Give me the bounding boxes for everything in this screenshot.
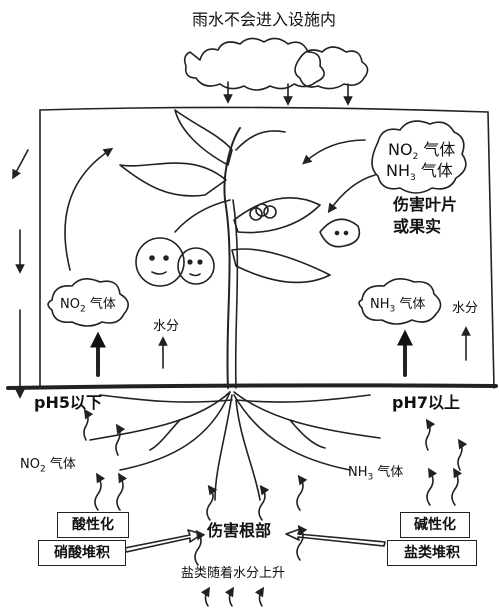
gas-drift-arrow-2 [327, 174, 376, 214]
alkalize-box: 碱性化 [400, 512, 470, 538]
rain-cloud [183, 37, 325, 91]
soil-arrow [115, 423, 126, 456]
sad-leaf [319, 218, 361, 248]
salt-rise-arrow [258, 484, 270, 521]
salt-rise-label: 盐类随着水分上升 [181, 566, 286, 581]
soil-arrow [457, 438, 468, 471]
plant-leaf [174, 109, 233, 166]
salt-rise-arrow [224, 586, 235, 607]
plant-leaf [119, 162, 227, 197]
plant-stem-2 [232, 199, 239, 389]
soil-arrow [425, 418, 436, 451]
wall-arrow [12, 149, 29, 180]
hollow-arrow-right [285, 528, 386, 547]
ground-line [6, 383, 498, 390]
soil-arrow [451, 467, 463, 506]
tomato-face [135, 237, 185, 287]
no2-gas-label-upper: NO2 气体 [388, 140, 456, 163]
soil-arrow [94, 472, 106, 511]
ph-right-label: pH7以上 [392, 393, 460, 412]
salt-rise-arrow [206, 484, 218, 521]
acidify-box: 酸性化 [57, 512, 129, 538]
nh3-gas-label-upper: NH3 气体 [386, 161, 453, 184]
damage-leaf-label-1: 伤害叶片 [393, 195, 458, 214]
salt-rise-arrow [296, 524, 308, 561]
fruit [263, 205, 277, 219]
nh3-gas-label-right: NH3 气体 [370, 297, 426, 315]
no2-gas-label-soil: NO2 气体 [20, 457, 76, 475]
water-label-right: 水分 [452, 301, 479, 316]
salt-rise-arrow [254, 586, 265, 607]
soil-arrow [83, 408, 94, 441]
gas-cloud-right [358, 278, 442, 325]
salt-accum-box: 盐类堆积 [387, 540, 477, 566]
plant-leaf [233, 197, 321, 234]
gas-cloud-left [47, 278, 129, 327]
plant-roots [89, 391, 381, 501]
soil-arrow [426, 467, 438, 506]
fruit [249, 207, 263, 221]
plant-leaf [174, 199, 231, 233]
gas-rise-arrow [64, 147, 114, 271]
salt-rise-arrow [194, 529, 206, 566]
nh3-gas-label-soil: NH3 气体 [348, 465, 404, 483]
water-label-left: 水分 [153, 319, 180, 334]
tomato-face [177, 247, 215, 285]
no2-gas-label-left: NO2 气体 [60, 297, 116, 315]
greenhouse-roof [39, 106, 489, 113]
damage-root-label: 伤害根部 [207, 521, 272, 540]
rain-cloud-2 [294, 46, 369, 90]
hollow-arrow-left [124, 529, 203, 553]
ph-left-label: pH5以下 [34, 393, 102, 412]
gas-drift-arrow [302, 139, 366, 165]
greenhouse-right-wall [487, 111, 495, 389]
gas-cloud-upper [371, 120, 467, 194]
plant-leaf [235, 130, 286, 151]
soil-arrow [116, 472, 128, 511]
damage-leaf-label-2: 或果实 [393, 217, 442, 236]
salt-rise-arrow [200, 586, 211, 607]
salt-rise-arrow [296, 474, 308, 511]
nitrate-accum-box: 硝酸堆积 [38, 540, 126, 566]
plant-leaf [231, 248, 331, 284]
rain-blocked-label: 雨水不会进入设施内 [192, 10, 337, 29]
